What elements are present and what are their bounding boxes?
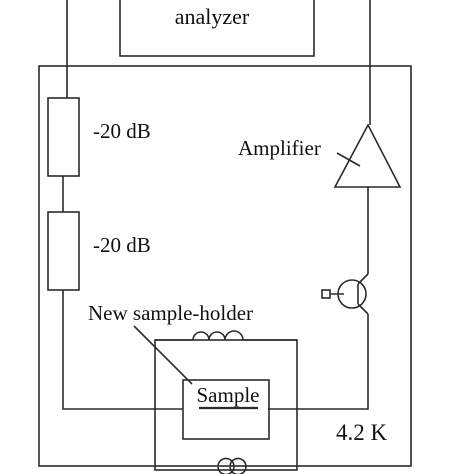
amplifier-symbol [333, 123, 402, 188]
current-source-icon [217, 457, 247, 474]
line-to-sample [62, 290, 183, 410]
sample-label: Sample [197, 383, 260, 407]
sample-holder-leader [133, 325, 193, 385]
attenuator-2-label: -20 dB [93, 233, 151, 257]
amplifier-label: Amplifier [238, 136, 321, 160]
sample-holder-frame [154, 339, 298, 471]
temperature-label: 4.2 K [336, 420, 388, 445]
sample-holder-label: New sample-holder [88, 301, 253, 325]
transistor-gate-terminal [321, 289, 331, 299]
attenuator-1-label: -20 dB [93, 119, 151, 143]
attenuator-2 [47, 211, 80, 291]
transistor-to-sample-wire [268, 314, 369, 410]
sample-box [182, 379, 270, 440]
attenuator-1 [47, 97, 80, 177]
analyzer-box [119, 0, 315, 57]
cryostat-boundary [38, 65, 412, 467]
amplifier-label-leader [336, 152, 361, 167]
transistor-leads [330, 273, 369, 315]
coil-icon [192, 330, 244, 341]
analyzer-label: analyzer [175, 4, 250, 29]
